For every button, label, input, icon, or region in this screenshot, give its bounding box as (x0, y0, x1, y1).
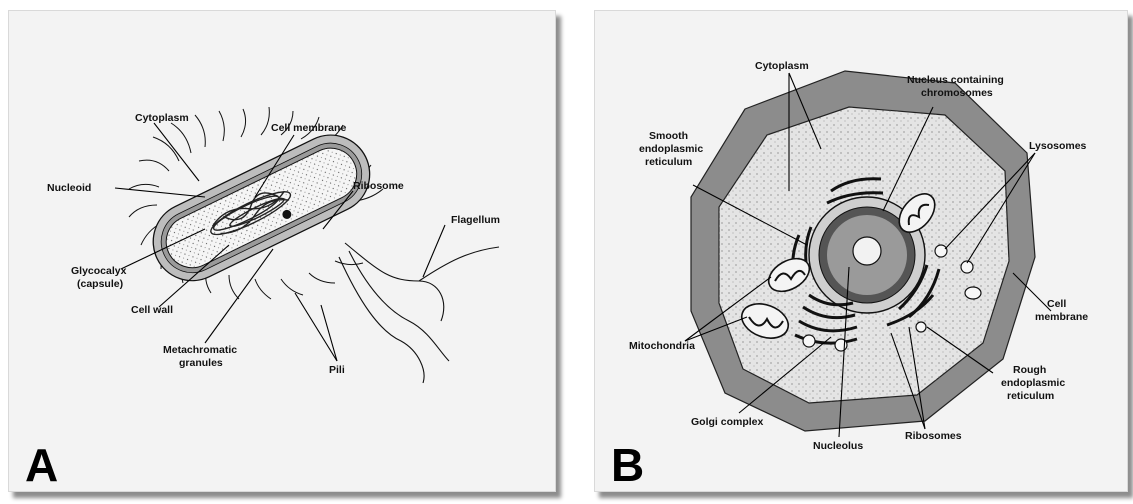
label-smooth-endoplasmic: endoplasmic (639, 143, 703, 155)
label-rough: Rough (1013, 364, 1046, 376)
label-cytoplasm: Cytoplasm (755, 60, 809, 72)
nucleolus (853, 237, 881, 265)
panel-letter-b: B (611, 439, 644, 491)
label-glycocalyx: Glycocalyx (71, 265, 127, 277)
label-glycocalyx-capsule: (capsule) (77, 278, 123, 290)
label-cell-membrane: Cell membrane (271, 122, 346, 134)
bacterial-cell-body (140, 122, 383, 294)
label-cell: Cell (1047, 298, 1066, 310)
label-metachromatic: Metachromatic (163, 344, 237, 356)
label-ribosome: Ribosome (353, 180, 404, 192)
label-lysosomes: Lysosomes (1029, 140, 1087, 152)
label-flagellum: Flagellum (451, 214, 500, 226)
panel-letter-a: A (25, 439, 58, 491)
bacterial-cell-diagram: Cytoplasm Cell membrane Nucleoid Ribosom… (9, 11, 555, 491)
label-nucleus-containing: Nucleus containing (907, 74, 1004, 86)
label-golgi-complex: Golgi complex (691, 416, 764, 428)
label-chromosomes: chromosomes (921, 87, 993, 99)
label-nucleolus: Nucleolus (813, 440, 863, 452)
flagellum (339, 243, 499, 383)
label-cell-membrane: membrane (1035, 311, 1088, 323)
label-nucleoid: Nucleoid (47, 182, 91, 194)
label-mitochondria: Mitochondria (629, 340, 695, 352)
label-pili: Pili (329, 364, 345, 376)
panel-b-eukaryotic-cell: Cytoplasm Nucleus containing chromosomes… (594, 10, 1128, 492)
label-rough-endoplasmic: endoplasmic (1001, 377, 1065, 389)
label-cytoplasm: Cytoplasm (135, 112, 189, 124)
label-rough-reticulum: reticulum (1007, 390, 1054, 402)
label-smooth: Smooth (649, 130, 688, 142)
label-smooth-reticulum: reticulum (645, 156, 692, 168)
label-ribosomes: Ribosomes (905, 430, 962, 442)
label-cell-wall: Cell wall (131, 304, 173, 316)
panel-a-bacterial-cell: Cytoplasm Cell membrane Nucleoid Ribosom… (8, 10, 556, 492)
label-metachromatic-granules: granules (179, 357, 223, 369)
eukaryotic-cell-diagram: Cytoplasm Nucleus containing chromosomes… (595, 11, 1127, 491)
